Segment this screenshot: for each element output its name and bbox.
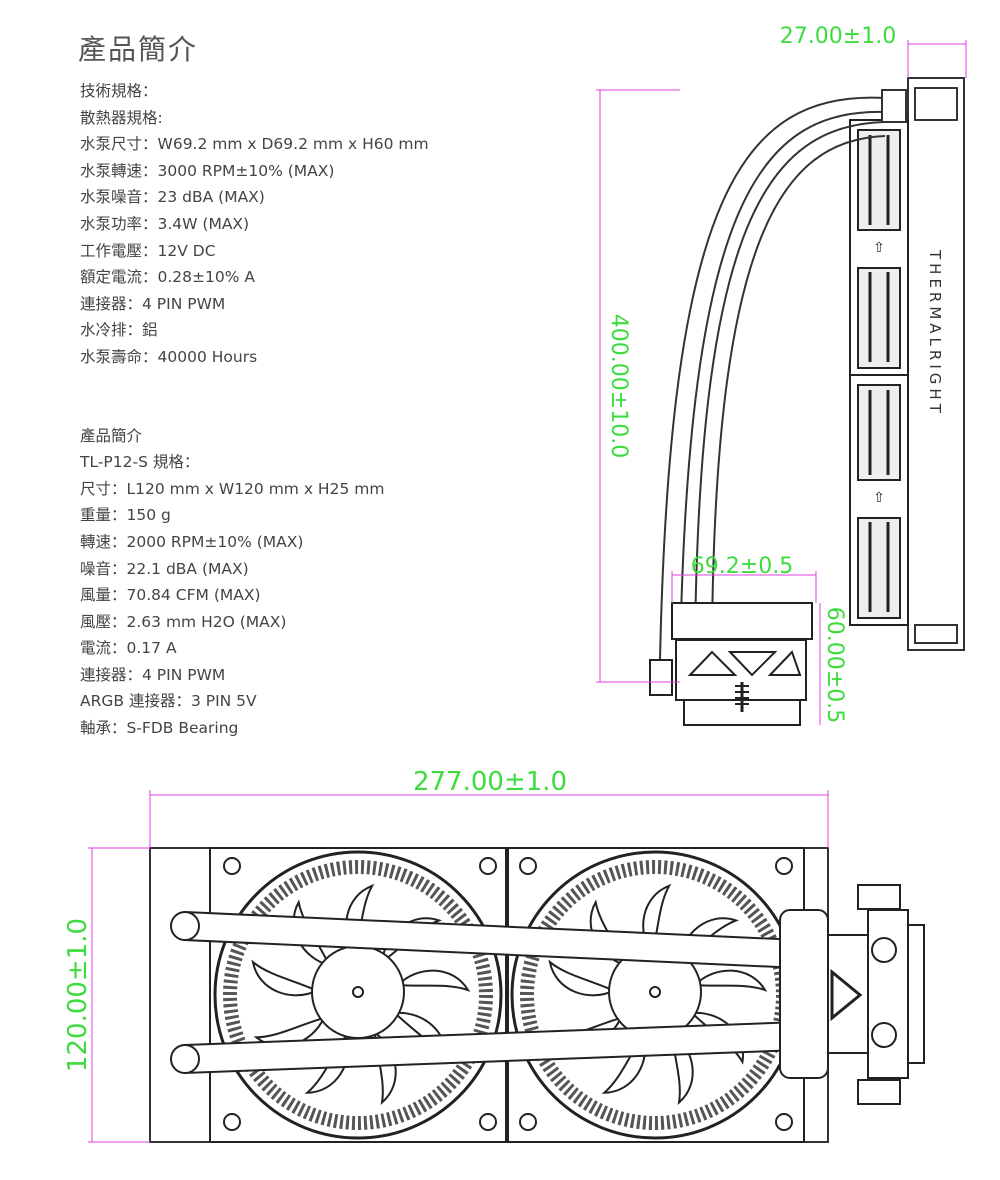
spec-line: 技術規格： [80, 82, 158, 100]
side-view: ⇧ ⇧ THERMALRIGHT [596, 24, 967, 726]
dim-length: 277.00±1.0 [413, 767, 567, 797]
dim-total-height: 400.00±10.0 [606, 314, 631, 458]
radiator-side-body [907, 77, 965, 651]
fan-spec-list: 產品簡介 TL-P12-S 規格： 尺寸：L120 mm x W120 mm x… [80, 423, 550, 742]
radiator-tank-bottom [914, 624, 958, 644]
radiator-tank-top [914, 87, 958, 121]
spec-line: 水冷排：鋁 [80, 321, 158, 340]
pump-block-top [779, 884, 925, 1105]
spec-line: 連接器：4 PIN PWM [80, 294, 226, 313]
spec-line: 水泵尺寸：W69.2 mm x D69.2 mm x H60 mm [80, 135, 429, 154]
spec-line: 風量：70.84 CFM (MAX) [80, 586, 261, 605]
svg-text:⇧: ⇧ [873, 490, 885, 506]
fan-top-right [507, 847, 805, 1143]
page-title: 產品簡介 [78, 33, 199, 66]
spec-line: 產品簡介 [80, 426, 143, 445]
spec-line: TL-P12-S 規格： [80, 453, 200, 472]
pump-block-side [649, 602, 813, 726]
dim-fan-width: 120.00±1.0 [63, 918, 93, 1072]
tube-fitting [881, 89, 907, 123]
spec-line: 轉速：2000 RPM±10% (MAX) [80, 532, 304, 551]
pump-spec-list: 技術規格： 散熱器規格: 水泵尺寸：W69.2 mm x D69.2 mm x … [80, 78, 550, 371]
spec-line: 散熱器規格: [80, 108, 163, 127]
spec-line: 水泵壽命：40000 Hours [80, 347, 258, 366]
spec-line: 軸承：S-FDB Bearing [80, 719, 239, 738]
dim-pump-width: 69.2±0.5 [691, 554, 793, 579]
spec-line: 額定電流：0.28±10% A [80, 268, 255, 287]
specs-panel: 技術規格： 散熱器規格: 水泵尺寸：W69.2 mm x D69.2 mm x … [80, 78, 550, 742]
spec-line: 尺寸：L120 mm x W120 mm x H25 mm [80, 479, 385, 498]
spec-line: 水泵噪音：23 dBA (MAX) [80, 188, 265, 207]
tube-outer [659, 96, 886, 661]
spec-line: 工作電壓：12V DC [80, 241, 216, 260]
fan-top-left [209, 847, 507, 1143]
spec-line: 電流：0.17 A [80, 639, 177, 658]
svg-text:⇧: ⇧ [873, 240, 885, 256]
spec-line: 水泵功率：3.4W (MAX) [80, 214, 250, 233]
spec-line: ARGB 連接器：3 PIN 5V [80, 692, 257, 711]
dimension-lines-side [596, 40, 967, 725]
spec-line: 重量：150 g [80, 506, 171, 525]
top-view: 277.00±1.0 120.00±1.0 [63, 767, 925, 1143]
dim-pump-height: 60.00±0.5 [822, 607, 847, 723]
tube-inner-2 [711, 135, 886, 641]
spec-line: 水泵轉速：3000 RPM±10% (MAX) [80, 161, 335, 180]
tube-inner [694, 121, 886, 641]
fan-side-bottom: ⇧ [849, 374, 909, 626]
spec-line: 噪音：22.1 dBA (MAX) [80, 559, 249, 578]
dimension-lines-top [88, 790, 829, 1143]
fan-side-top: ⇧ [849, 119, 909, 376]
tube-outer-2 [679, 110, 886, 661]
dim-radiator-thickness: 27.00±1.0 [780, 24, 896, 49]
spec-line: 風壓：2.63 mm H2O (MAX) [80, 612, 287, 631]
brand-label: THERMALRIGHT [926, 249, 944, 417]
spec-line: 連接器：4 PIN PWM [80, 665, 226, 684]
